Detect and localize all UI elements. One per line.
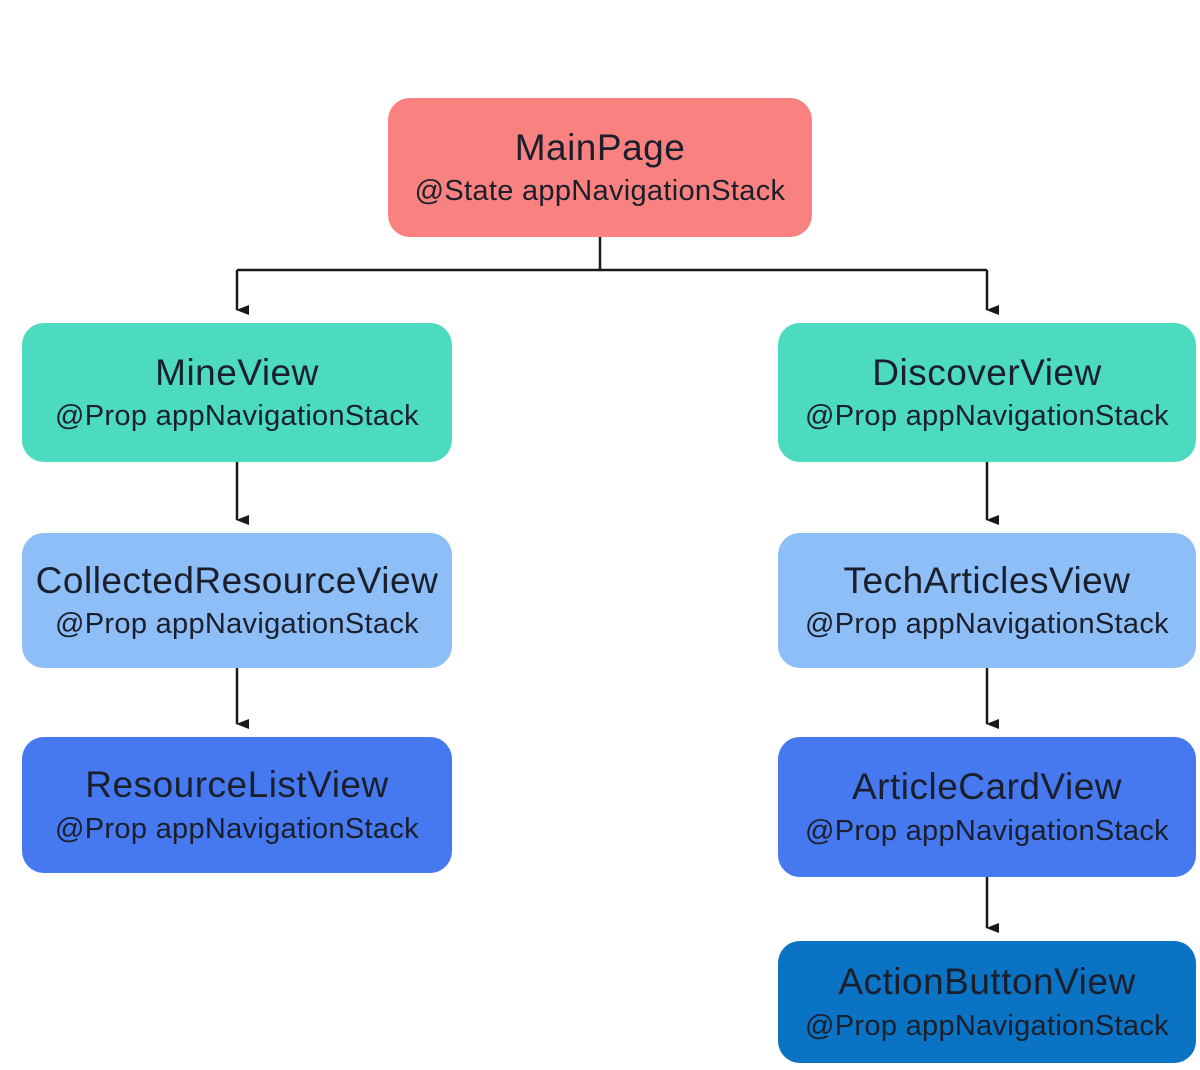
node-mainpage: MainPage @State appNavigationStack <box>388 98 812 237</box>
node-articlecardview: ArticleCardView @Prop appNavigationStack <box>778 737 1196 877</box>
node-subtitle: @Prop appNavigationStack <box>55 812 419 845</box>
node-title: ArticleCardView <box>851 766 1123 808</box>
node-techarticlesview: TechArticlesView @Prop appNavigationStac… <box>778 533 1196 668</box>
node-title: TechArticlesView <box>843 559 1131 601</box>
node-collectedresourceview: CollectedResourceView @Prop appNavigatio… <box>22 533 452 668</box>
node-subtitle: @Prop appNavigationStack <box>55 400 419 433</box>
node-title: ActionButtonView <box>838 961 1136 1003</box>
node-subtitle: @Prop appNavigationStack <box>805 400 1169 433</box>
node-subtitle: @Prop appNavigationStack <box>805 608 1169 641</box>
node-actionbuttonview: ActionButtonView @Prop appNavigationStac… <box>778 941 1196 1063</box>
node-title: ResourceListView <box>85 764 389 806</box>
node-title: MainPage <box>514 126 686 168</box>
node-title: CollectedResourceView <box>35 559 439 601</box>
node-subtitle: @Prop appNavigationStack <box>805 814 1169 847</box>
edge-mainpage-branch <box>237 237 987 272</box>
node-subtitle: @State appNavigationStack <box>414 175 786 208</box>
node-discoverview: DiscoverView @Prop appNavigationStack <box>778 323 1196 462</box>
node-mineview: MineView @Prop appNavigationStack <box>22 323 452 462</box>
node-subtitle: @Prop appNavigationStack <box>55 608 419 641</box>
node-title: MineView <box>155 351 319 393</box>
node-resourcelistview: ResourceListView @Prop appNavigationStac… <box>22 737 452 873</box>
node-subtitle: @Prop appNavigationStack <box>805 1009 1169 1042</box>
node-title: DiscoverView <box>872 351 1102 393</box>
